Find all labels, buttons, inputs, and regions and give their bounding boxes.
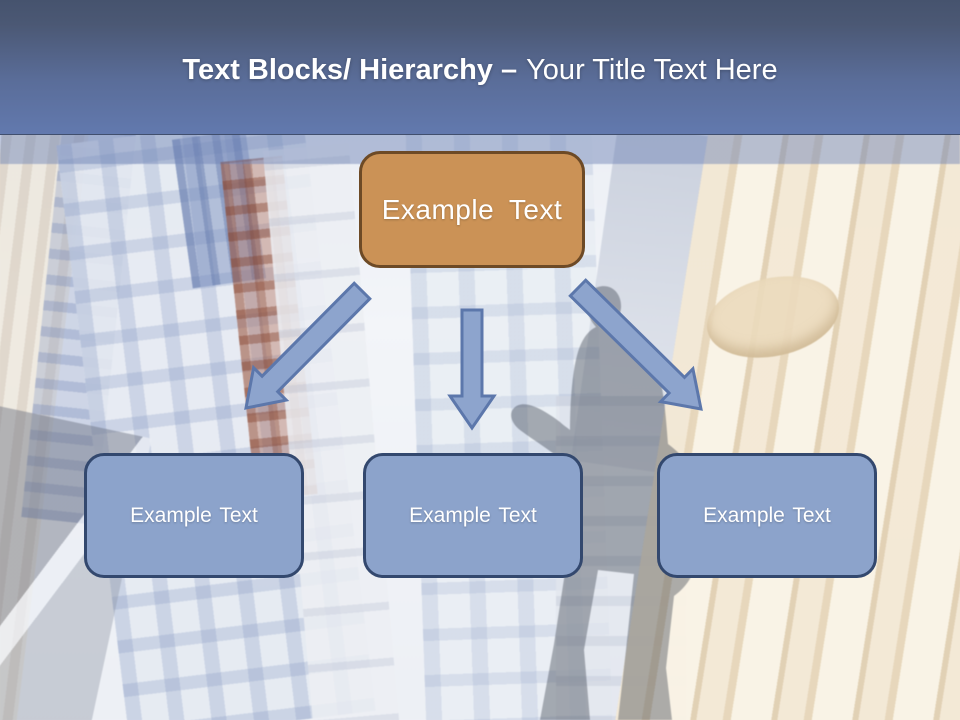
root-text-block-label: Example Text xyxy=(381,193,563,225)
child-text-block-1[interactable]: Example Text xyxy=(84,453,304,578)
slide-title[interactable]: Text Blocks/ Hierarchy – Your Title Text… xyxy=(182,54,778,87)
root-text-block[interactable]: Example Text xyxy=(359,151,585,268)
slide-title-main: Text Blocks/ Hierarchy – xyxy=(182,54,518,87)
child-text-block-3-label: Example Text xyxy=(703,503,831,527)
child-text-block-2[interactable]: Example Text xyxy=(363,453,583,578)
child-text-block-3[interactable]: Example Text xyxy=(657,453,877,578)
child-text-block-1-label: Example Text xyxy=(130,503,258,527)
title-banner: Text Blocks/ Hierarchy – Your Title Text… xyxy=(0,0,960,135)
child-text-block-2-label: Example Text xyxy=(409,503,537,527)
slide-title-placeholder: Your Title Text Here xyxy=(526,54,778,87)
